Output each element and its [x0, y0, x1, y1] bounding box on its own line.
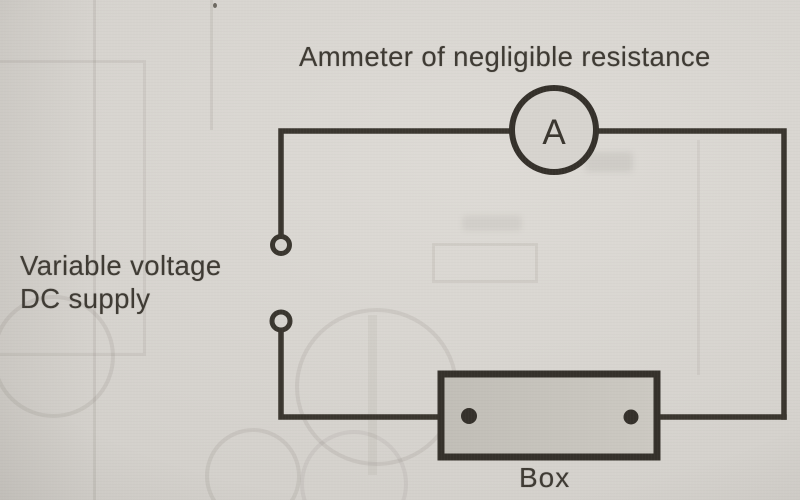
ghost-circle-left — [0, 295, 115, 418]
ghost-smudge-v0 — [585, 152, 633, 172]
supply-terminal-top — [270, 234, 292, 256]
paper-speck — [213, 3, 217, 8]
wire-top-right-and-right-side — [594, 128, 787, 420]
ghost-circle-meter-bar — [368, 315, 377, 475]
box-rect — [437, 370, 661, 461]
supply-terminal-bottom — [269, 309, 293, 333]
supply-caption: Variable voltage DC supply — [20, 249, 222, 315]
wire-top-left — [278, 128, 515, 237]
ammeter-icon — [509, 85, 599, 175]
ghost-circle-bottom-1 — [205, 428, 301, 500]
box-terminal-right-dot — [623, 409, 639, 425]
ghost-smudge-10a — [462, 215, 522, 231]
ammeter-caption: Ammeter of negligible resistance — [299, 41, 711, 72]
supply-caption-line1: Variable voltage — [20, 250, 222, 281]
wire-bottom-left — [278, 330, 472, 420]
ghost-vertical-line-left — [93, 0, 96, 500]
ghost-vertical-line-top — [210, 0, 213, 130]
supply-caption-line2: DC supply — [20, 283, 151, 314]
ammeter-symbol: A — [542, 113, 566, 152]
ghost-rect-resistor — [432, 243, 538, 283]
box-terminal-left-dot — [461, 408, 477, 424]
ghost-vertical-line-right — [697, 140, 700, 375]
box-caption: Box — [519, 462, 571, 493]
